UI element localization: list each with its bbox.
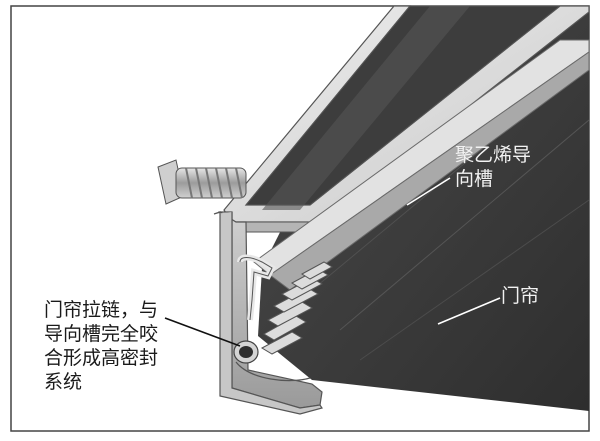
mounting-bolt	[157, 159, 247, 205]
label-curtain: 门帘	[501, 285, 540, 307]
leader-curtain	[437, 297, 501, 325]
leader-zipper	[164, 317, 241, 347]
label-zipper-seal: 门帘拉链，与 导向槽完全咬 合形成高密封 系统	[44, 299, 159, 393]
leader-guide-channel	[406, 177, 451, 206]
zipper-teeth	[260, 261, 333, 355]
label-guide-channel: 聚乙烯导 向槽	[455, 144, 532, 190]
